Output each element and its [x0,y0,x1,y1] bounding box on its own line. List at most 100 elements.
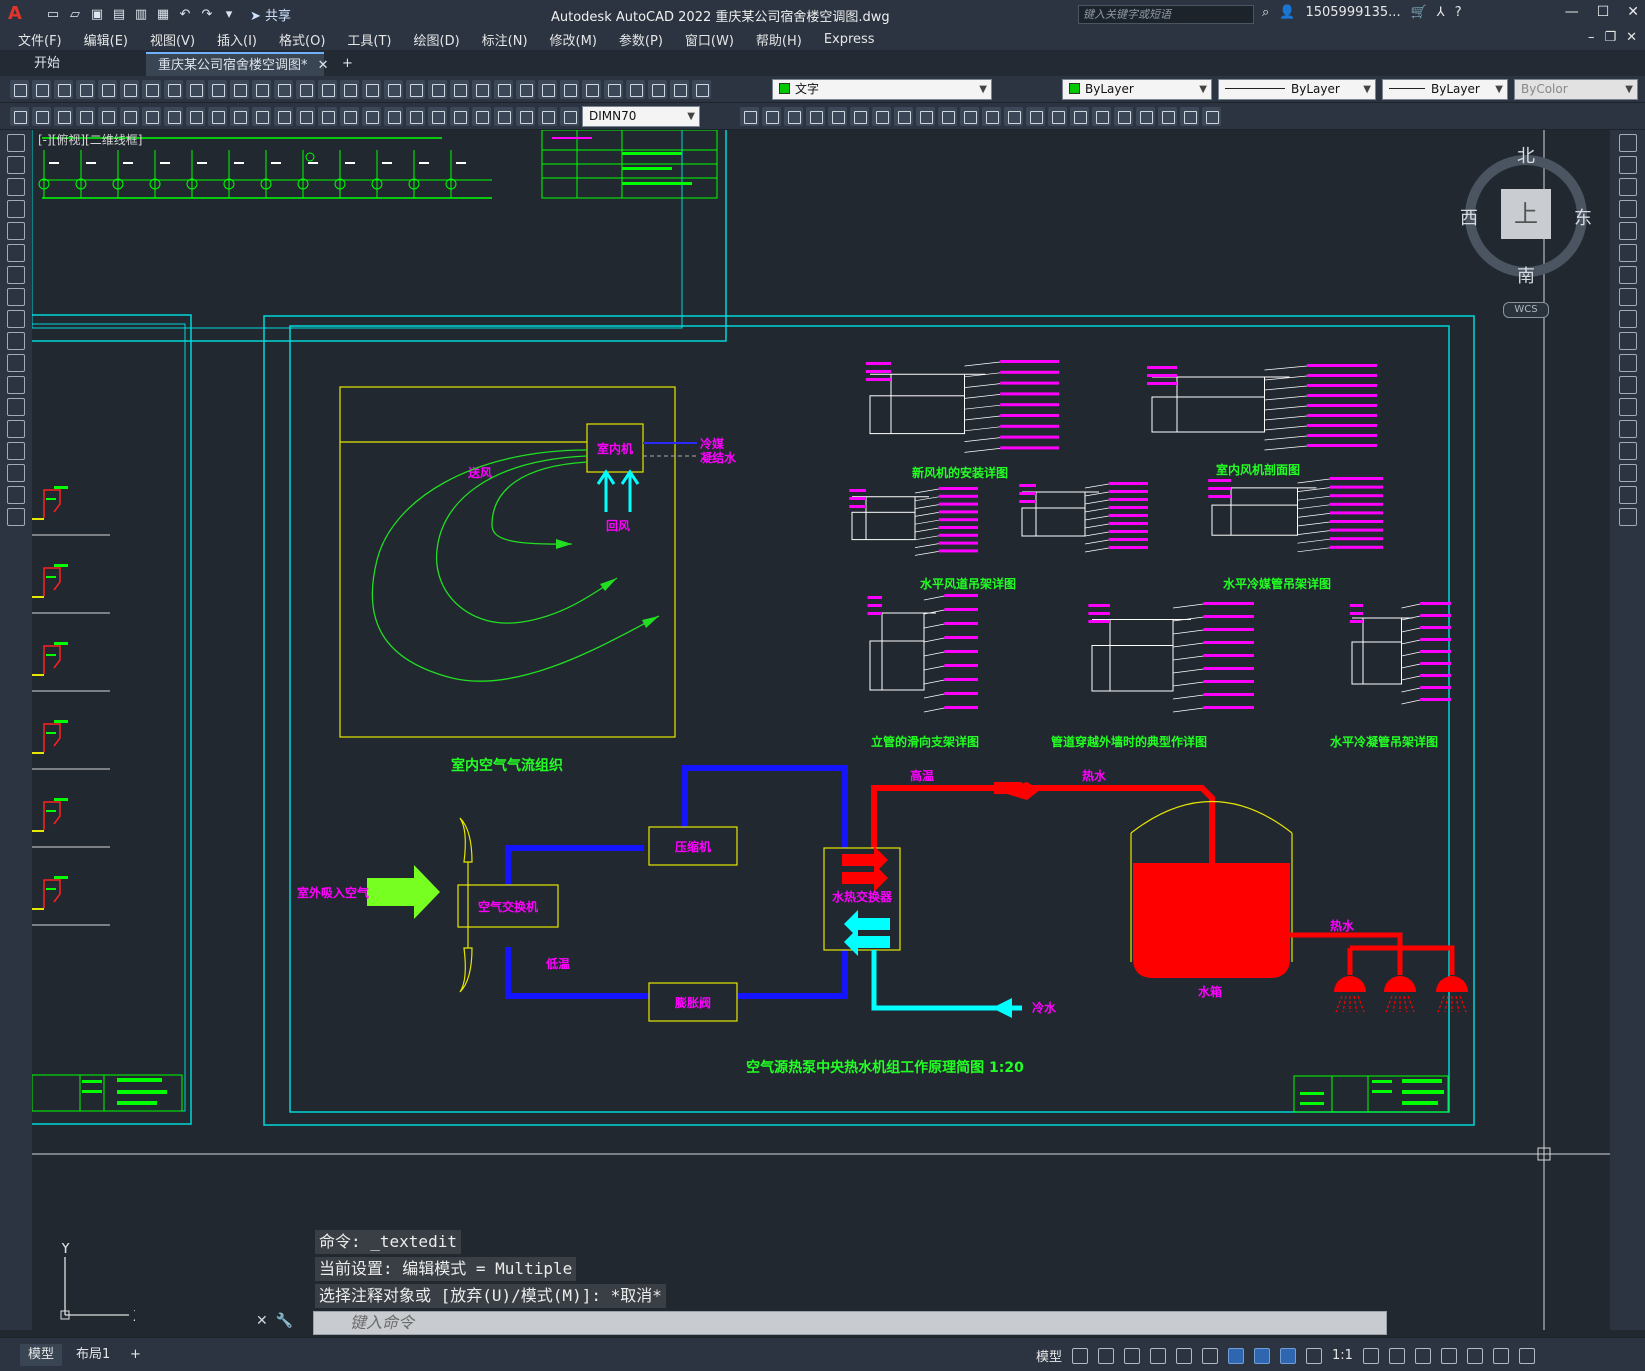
standard-tool-icon[interactable] [670,80,689,99]
modify-tool-icon[interactable] [740,107,759,126]
standard-tool-icon[interactable] [648,80,667,99]
draw-tool-icon[interactable] [7,332,25,350]
standard-tool-icon[interactable] [120,80,139,99]
units-icon[interactable] [1414,1347,1431,1364]
standard-tool-icon[interactable] [274,80,293,99]
dimension-tool-icon[interactable] [362,107,381,126]
modify-tool-icon[interactable] [982,107,1001,126]
standard-tool-icon[interactable] [538,80,557,99]
undo-icon[interactable]: ↶ [179,6,191,22]
standard-tool-icon[interactable] [98,80,117,99]
help-icon[interactable]: ? [1454,5,1462,20]
menu-dimension[interactable]: 标注(N) [481,33,528,49]
plot-icon[interactable]: ▦ [156,6,170,22]
draw-tool-icon[interactable] [7,464,25,482]
tab-drawing[interactable]: 重庆某公司宿舍楼空调图* ✕ [146,52,329,76]
color-dropdown[interactable]: ByLayer ▼ [1062,79,1212,100]
lineweight-dropdown[interactable]: ByLayer ▼ [1382,79,1508,100]
modify-tool-icon[interactable] [1048,107,1067,126]
modify-tool-icon[interactable] [1180,107,1199,126]
modify-tool-icon[interactable] [1202,107,1221,126]
modify-tool-icon[interactable] [894,107,913,126]
dimension-tool-icon[interactable] [164,107,183,126]
isodraft-icon[interactable] [1176,1347,1193,1364]
polar-icon[interactable] [1150,1347,1167,1364]
viewcube-north[interactable]: 北 [1517,146,1535,167]
modify-tool-icon[interactable] [1619,222,1637,240]
viewcube-top-face[interactable]: 上 [1501,189,1551,239]
dimension-tool-icon[interactable] [252,107,271,126]
qat-dropdown-icon[interactable]: ▾ [225,6,233,22]
modify-tool-icon[interactable] [1070,107,1089,126]
ortho-icon[interactable] [1124,1347,1141,1364]
modify-tool-icon[interactable] [1619,156,1637,174]
doc-restore-icon[interactable]: ❐ [1604,30,1617,45]
command-input[interactable]: 键入命令 [313,1311,1387,1335]
help-search-input[interactable]: 键入关键字或短语 [1078,5,1254,24]
redo-icon[interactable]: ↷ [201,6,213,22]
save-as-icon[interactable]: ▤ [112,6,126,22]
linetype-dropdown[interactable]: ByLayer ▼ [1218,79,1376,100]
quick-properties-icon[interactable] [1440,1347,1457,1364]
draw-tool-icon[interactable] [7,420,25,438]
draw-tool-icon[interactable] [7,134,25,152]
dimension-tool-icon[interactable] [76,107,95,126]
close-icon[interactable]: ✕ [1627,4,1639,20]
modify-tool-icon[interactable] [1619,178,1637,196]
draw-tool-icon[interactable] [7,244,25,262]
dimension-tool-icon[interactable] [494,107,513,126]
standard-tool-icon[interactable] [208,80,227,99]
annotation-monitor-icon[interactable] [1388,1347,1405,1364]
viewcube[interactable]: 北 南 东 西 上 [1436,142,1604,312]
modify-tool-icon[interactable] [1619,420,1637,438]
lineweight-icon[interactable] [1254,1347,1271,1364]
dimension-tool-icon[interactable] [54,107,73,126]
menu-express[interactable]: Express [823,31,875,47]
tab-layout1[interactable]: 布局1 [76,1347,111,1362]
modify-tool-icon[interactable] [1619,134,1637,152]
menu-edit[interactable]: 编辑(E) [83,33,128,49]
autodesk-app-icon[interactable]: ⅄ [1436,5,1445,20]
modify-tool-icon[interactable] [1619,464,1637,482]
customization-menu-icon[interactable] [1518,1347,1535,1364]
clean-screen-icon[interactable] [1492,1347,1509,1364]
add-layout-button[interactable]: + [130,1347,141,1362]
standard-tool-icon[interactable] [252,80,271,99]
annotation-visibility-icon[interactable] [1280,1347,1297,1364]
dimension-tool-icon[interactable] [406,107,425,126]
open-file-icon[interactable]: ▱ [70,6,80,22]
cart-icon[interactable]: 🛒 [1410,5,1427,20]
standard-tool-icon[interactable] [10,80,29,99]
viewcube-west[interactable]: 西 [1460,208,1478,229]
dimension-tool-icon[interactable] [384,107,403,126]
plotstyle-dropdown[interactable]: ByColor ▼ [1514,79,1638,100]
viewport-label[interactable]: [-][俯视][二维线框] [38,132,142,147]
dimension-tool-icon[interactable] [340,107,359,126]
modify-tool-icon[interactable] [872,107,891,126]
dimension-tool-icon[interactable] [10,107,29,126]
standard-tool-icon[interactable] [450,80,469,99]
modify-tool-icon[interactable] [806,107,825,126]
modify-tool-icon[interactable] [762,107,781,126]
viewcube-south[interactable]: 南 [1517,266,1535,287]
draw-tool-icon[interactable] [7,266,25,284]
menu-tools[interactable]: 工具(T) [347,33,392,49]
share-button[interactable]: ➤ 共享 [250,8,292,24]
publish-icon[interactable]: ▥ [134,6,148,22]
standard-tool-icon[interactable] [186,80,205,99]
modify-tool-icon[interactable] [1026,107,1045,126]
draw-tool-icon[interactable] [7,222,25,240]
doc-close-icon[interactable]: ✕ [1626,30,1637,45]
standard-tool-icon[interactable] [604,80,623,99]
menu-view[interactable]: 视图(V) [149,33,196,49]
dimension-tool-icon[interactable] [538,107,557,126]
modify-tool-icon[interactable] [1619,486,1637,504]
modify-tool-icon[interactable] [784,107,803,126]
standard-tool-icon[interactable] [340,80,359,99]
modify-tool-icon[interactable] [1004,107,1023,126]
autocad-logo-icon[interactable]: A [8,3,22,24]
modify-tool-icon[interactable] [1619,354,1637,372]
modify-tool-icon[interactable] [1619,398,1637,416]
dimension-tool-icon[interactable] [472,107,491,126]
dimension-tool-icon[interactable] [32,107,51,126]
